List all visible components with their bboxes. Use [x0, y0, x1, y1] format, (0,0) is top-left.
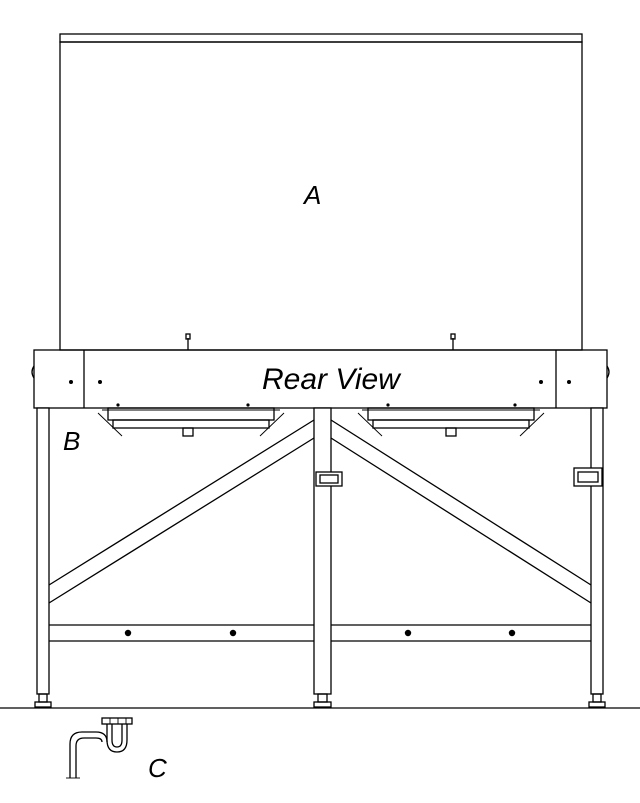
- view-title: Rear View: [262, 363, 402, 396]
- label-c: C: [148, 753, 167, 783]
- leg-clamps: [315, 467, 603, 487]
- cross-braces: [48, 419, 592, 604]
- bottom-stretcher: [49, 624, 591, 642]
- p-trap-drain-icon: [66, 717, 133, 779]
- right-drain-tray: [357, 403, 545, 437]
- label-b: B: [63, 426, 80, 456]
- label-a: A: [302, 180, 321, 210]
- left-drain-tray: [97, 403, 285, 437]
